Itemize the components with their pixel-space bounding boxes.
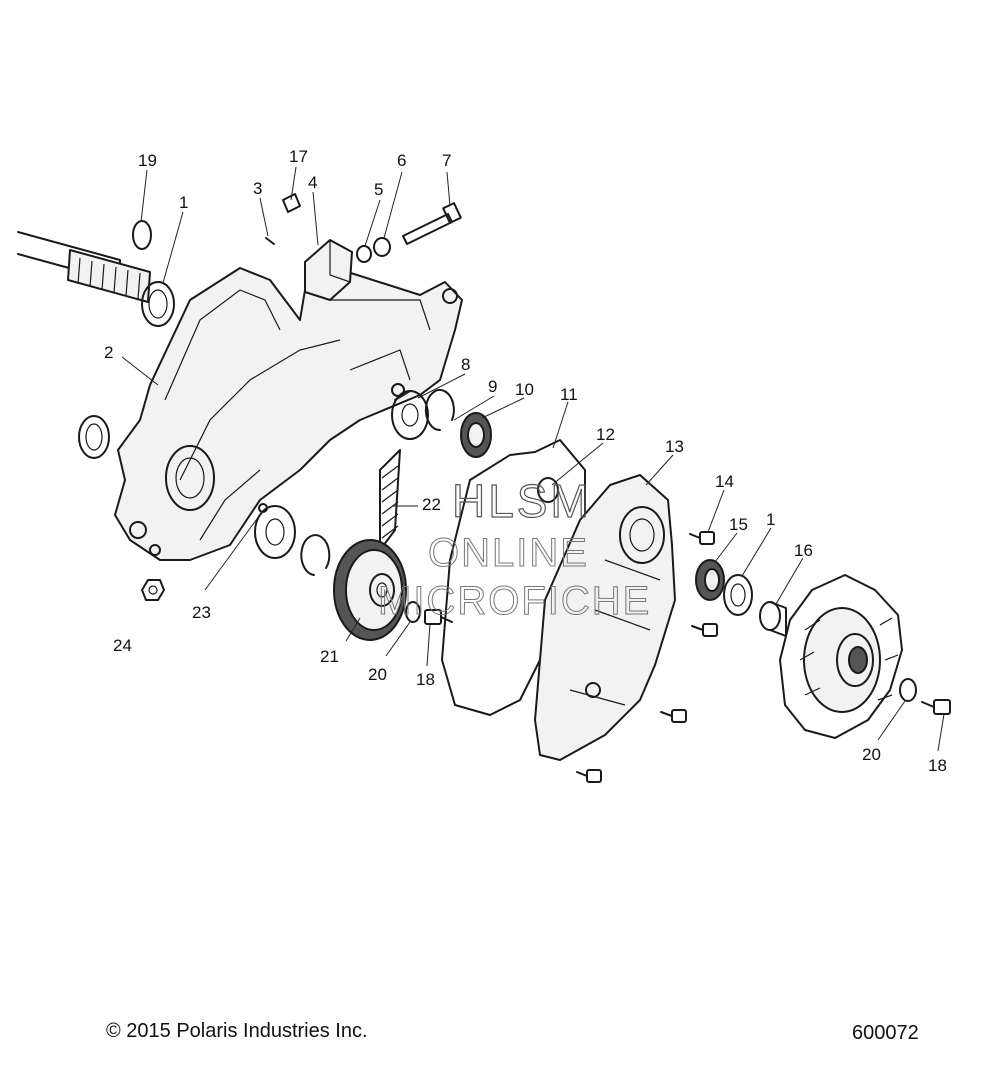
callout-22: 22 — [422, 495, 441, 514]
callout-17: 17 — [289, 147, 308, 166]
cotter-pin-3 — [265, 237, 275, 245]
callout-11: 11 — [560, 385, 578, 404]
snap-ring-lower — [300, 534, 331, 576]
washer-5 — [356, 245, 372, 263]
cover-bolt-mid — [691, 623, 718, 637]
callout-10: 10 — [515, 380, 534, 399]
spacer-16 — [759, 601, 787, 637]
watermark: HLSM ONLINE MICROFICHE — [378, 474, 651, 623]
snap-ring-9 — [424, 389, 455, 432]
gear-21 — [333, 539, 407, 641]
svg-text:HLSM: HLSM — [452, 475, 592, 527]
oil-seal-left — [78, 415, 110, 459]
callout-20-right: 20 — [862, 745, 881, 764]
figure-number: 600072 — [852, 1022, 919, 1044]
drive-chain-22 — [379, 449, 401, 551]
callout-6: 6 — [397, 151, 406, 170]
cover-bolt-bottom — [576, 769, 602, 783]
oil-seal-1-right — [723, 574, 753, 616]
chaincase-cover-13 — [534, 474, 676, 761]
svg-text:ONLINE: ONLINE — [428, 531, 589, 575]
callout-12: 12 — [596, 425, 615, 444]
tensioner-block-4 — [304, 239, 353, 301]
washer-20-left — [405, 601, 421, 623]
callout-15: 15 — [729, 515, 748, 534]
callout-1: 1 — [179, 193, 188, 212]
oil-seal-1 — [141, 281, 175, 327]
nut-24 — [141, 579, 165, 601]
callout-14: 14 — [715, 472, 734, 491]
callout-4: 4 — [308, 173, 317, 192]
pin-23 — [258, 503, 268, 513]
callout-3: 3 — [253, 179, 262, 198]
copyright-notice: © 2015 Polaris Industries Inc. — [106, 1020, 368, 1042]
callout-18-left: 18 — [416, 670, 435, 689]
callout-8: 8 — [461, 355, 470, 374]
callout-23: 23 — [192, 603, 211, 622]
callout-5: 5 — [374, 180, 383, 199]
leader-lines — [121, 166, 945, 752]
callout-7: 7 — [442, 151, 451, 170]
bolt-7 — [402, 202, 462, 245]
callout-19: 19 — [138, 151, 157, 170]
callout-13: 13 — [665, 437, 684, 456]
callout-24: 24 — [113, 636, 132, 655]
callout-16: 16 — [794, 541, 813, 560]
bearing-15 — [695, 559, 725, 601]
callout-9: 9 — [488, 377, 497, 396]
sprocket-10 — [460, 412, 492, 458]
bearing-23 — [254, 505, 296, 559]
washer-6 — [373, 237, 391, 257]
callout-18-right: 18 — [928, 756, 947, 775]
bolt-18-left — [424, 609, 453, 625]
callout-21: 21 — [320, 647, 339, 666]
retaining-ring-19 — [132, 220, 152, 250]
o-ring-12 — [537, 477, 559, 503]
bolt-18-right — [921, 699, 951, 715]
callout-20-left: 20 — [368, 665, 387, 684]
washer-20-right — [899, 678, 917, 702]
bearing-8 — [391, 390, 429, 440]
chaincase-housing-2 — [114, 259, 463, 561]
callout-2: 2 — [104, 343, 113, 362]
cover-bolt-lower — [660, 709, 687, 723]
callout-labels: 19 1 17 3 4 5 6 7 2 8 9 10 11 12 13 14 1… — [104, 147, 947, 775]
svg-text:MICROFICHE: MICROFICHE — [378, 579, 651, 623]
axle-shaft — [17, 231, 151, 303]
brake-disc — [779, 574, 903, 739]
cover-bolt-14 — [689, 531, 715, 545]
pin-17 — [282, 193, 301, 213]
callout-1-right: 1 — [766, 510, 775, 529]
